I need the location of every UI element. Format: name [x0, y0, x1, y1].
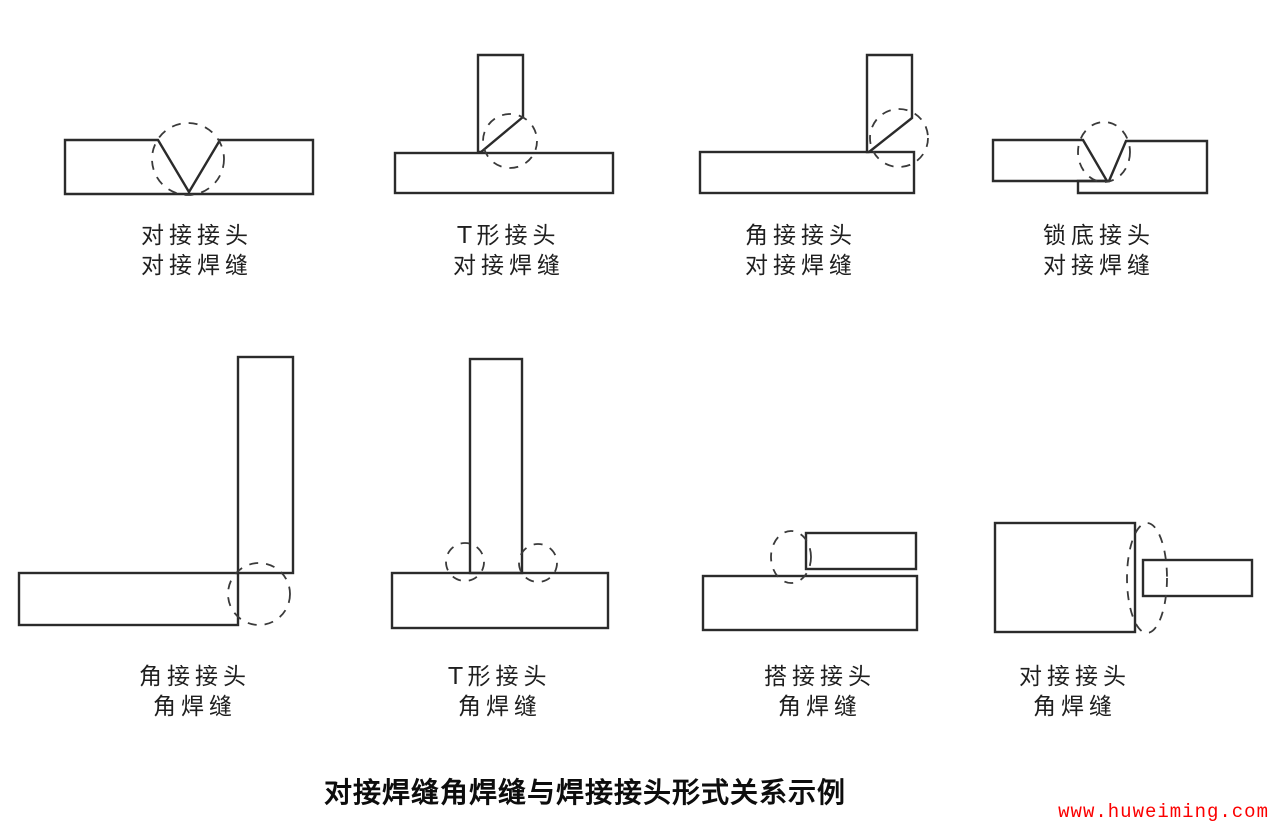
plate [236, 355, 295, 575]
plate [468, 357, 524, 575]
label-corner-joint-butt-weld: 角接接头 对接焊缝 [745, 221, 857, 281]
weld-type-text: 对接焊缝 [141, 253, 253, 279]
diagram-butt-joint-butt-weld [63, 122, 315, 196]
watermark-url: www.huweiming.com [1058, 801, 1269, 823]
label-t-joint-butt-weld: T形接头 对接焊缝 [453, 221, 565, 281]
label-butt-joint-butt-weld: 对接接头 对接焊缝 [141, 221, 253, 281]
plate [390, 571, 610, 630]
plate [701, 574, 919, 632]
weld-type-text: 角焊缝 [153, 694, 237, 720]
plate [63, 138, 315, 196]
plate [804, 531, 918, 571]
weld-zone-marker [227, 562, 291, 626]
joint-type-text: 对接接头 [1019, 664, 1131, 690]
plate [393, 151, 615, 195]
plate [476, 53, 525, 154]
label-t-joint-fillet-weld: T形接头 角焊缝 [448, 662, 551, 722]
weld-type-text: 角焊缝 [458, 694, 542, 720]
plate [698, 150, 916, 195]
diagram-lap-joint-fillet-weld [701, 530, 919, 632]
plate [993, 521, 1137, 634]
label-lock-bottom-joint-butt-weld: 锁底接头 对接焊缝 [1043, 221, 1155, 281]
weld-type-text: 对接焊缝 [453, 253, 565, 279]
weld-type-text: 对接焊缝 [745, 253, 857, 279]
plate [991, 138, 1110, 183]
label-lap-joint-fillet-weld: 搭接接头 角焊缝 [764, 662, 876, 722]
plate [1076, 139, 1209, 195]
weld-zone-marker [151, 122, 225, 196]
diagram-t-joint-fillet-weld [390, 357, 610, 630]
diagram-corner-joint-fillet-weld [17, 355, 295, 627]
weld-type-text: 角焊缝 [1033, 694, 1117, 720]
diagram-corner-joint-butt-weld [698, 53, 929, 195]
diagram-t-joint-butt-weld [393, 53, 615, 195]
weld-zone-marker [1126, 522, 1168, 634]
weld-zone-marker [518, 543, 558, 583]
joint-type-text: T形接头 [448, 664, 552, 690]
joint-type-text: 角接接头 [745, 223, 857, 249]
joint-type-text: 对接接头 [141, 223, 253, 249]
joint-type-text: 锁底接头 [1043, 223, 1155, 249]
weld-zone-marker [770, 530, 812, 584]
label-corner-joint-fillet-weld: 角接接头 角焊缝 [139, 662, 251, 722]
weld-zone-marker [482, 113, 538, 169]
weld-type-text: 对接焊缝 [1043, 253, 1155, 279]
joint-type-text: 搭接接头 [764, 664, 876, 690]
label-butt-joint-fillet-weld: 对接接头 角焊缝 [1019, 662, 1131, 722]
diagram-butt-joint-fillet-weld [993, 521, 1254, 634]
weld-type-text: 角焊缝 [778, 694, 862, 720]
sheet-title: 对接焊缝角焊缝与焊接接头形式关系示例 [323, 776, 847, 809]
diagram-lock-bottom-joint-butt-weld [991, 121, 1209, 195]
joint-type-text: T形接头 [457, 223, 561, 249]
weld-zone-marker [1077, 121, 1131, 183]
joint-type-text: 角接接头 [139, 664, 251, 690]
weld-zone-marker [869, 108, 929, 168]
plate [865, 53, 914, 154]
plate [1141, 558, 1254, 598]
plate [17, 571, 240, 627]
weld-zone-marker [445, 542, 485, 582]
